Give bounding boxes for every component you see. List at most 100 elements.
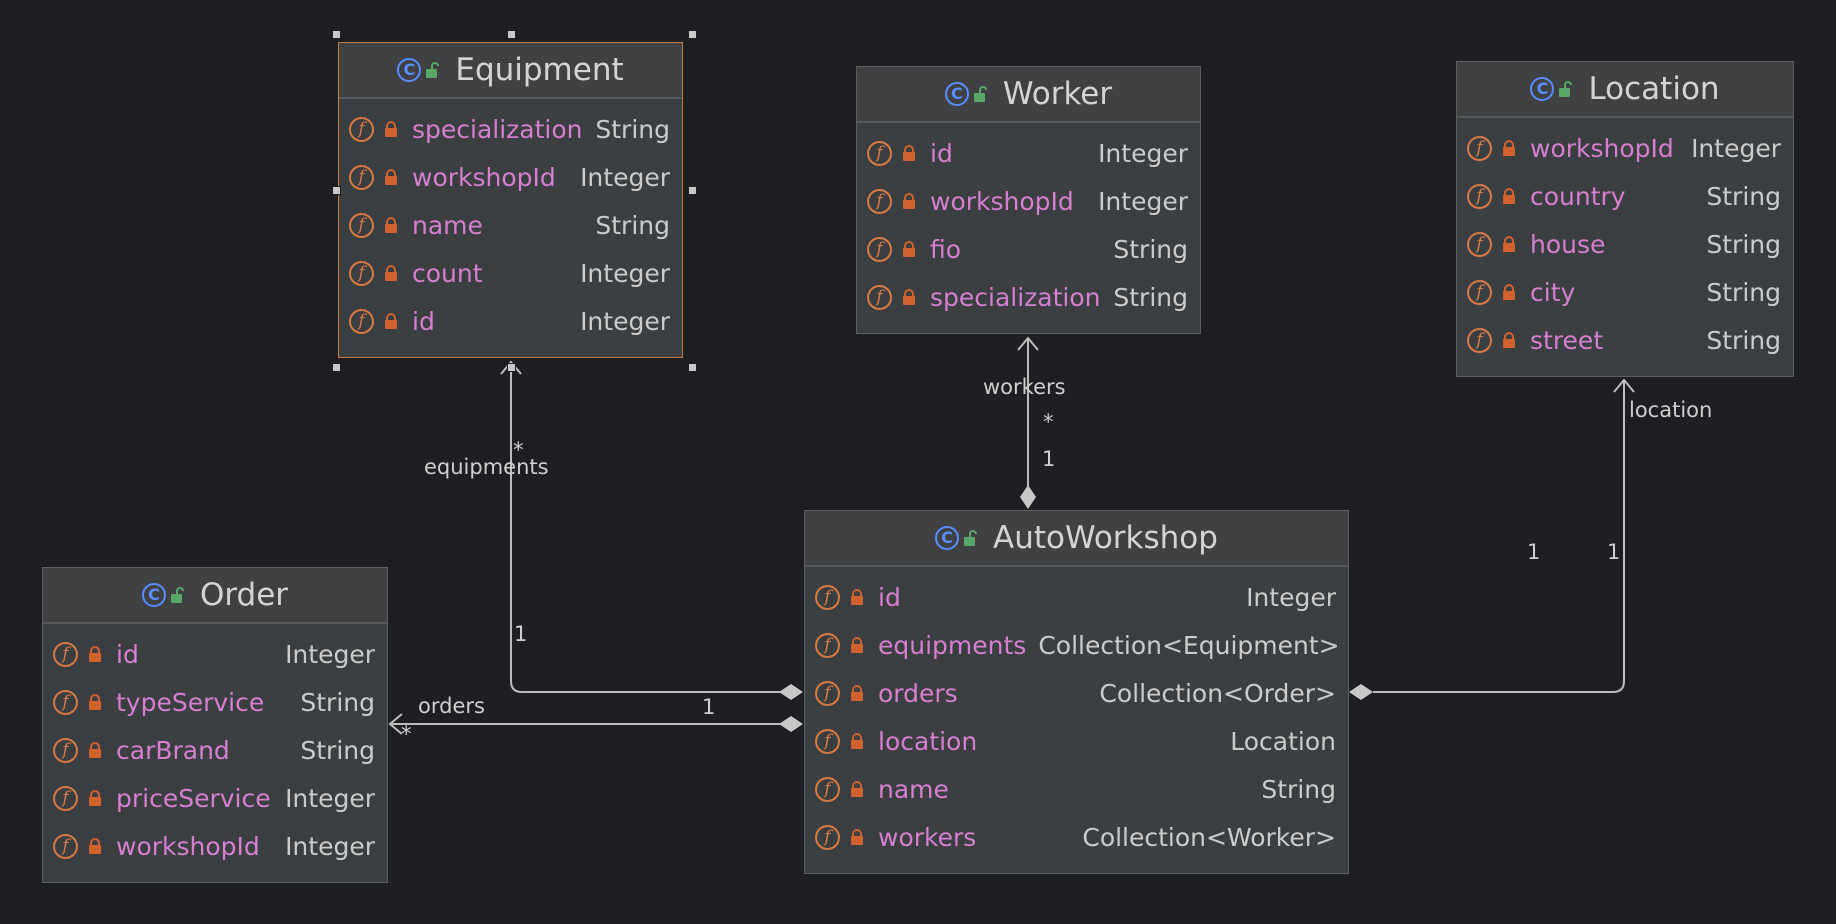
field-type: Collection<Equipment> — [1038, 630, 1340, 660]
private-lock-icon — [1502, 188, 1516, 204]
private-lock-icon — [850, 733, 864, 749]
private-lock-icon — [384, 265, 398, 281]
private-lock-icon — [88, 742, 102, 758]
field-name: workshopId — [412, 162, 556, 192]
resize-handle[interactable] — [506, 363, 516, 372]
label-equipments-mult-source: 1 — [514, 622, 528, 646]
label-workers-mult-target: * — [1043, 410, 1054, 434]
arrowhead-location[interactable] — [1613, 378, 1635, 393]
resize-handle[interactable] — [506, 30, 516, 39]
field-name: specialization — [930, 282, 1101, 312]
field-name: equipments — [878, 630, 1027, 660]
private-lock-icon — [1502, 236, 1516, 252]
field-type: String — [1706, 229, 1781, 259]
edge-equipments[interactable] — [510, 362, 780, 693]
public-lock-icon — [973, 86, 989, 102]
field-name: fio — [930, 234, 962, 264]
private-lock-icon — [902, 193, 916, 209]
public-lock-icon — [170, 587, 186, 603]
field-name: country — [1530, 181, 1626, 211]
private-lock-icon — [902, 289, 916, 305]
private-lock-icon — [850, 637, 864, 653]
resize-handle[interactable] — [332, 30, 341, 39]
resize-handle[interactable] — [688, 363, 697, 372]
field-type: String — [1113, 234, 1188, 264]
private-lock-icon — [88, 694, 102, 710]
class-c-icon: C — [944, 82, 969, 106]
resize-handle[interactable] — [688, 30, 697, 39]
field-name: workshopId — [930, 186, 1074, 216]
field-f-icon: f — [867, 284, 892, 310]
field-row[interactable]: f specialization String — [857, 273, 1200, 321]
field-name: city — [1530, 277, 1576, 307]
field-f-icon: f — [1467, 183, 1492, 209]
private-lock-icon — [384, 313, 398, 329]
resize-handle[interactable] — [332, 363, 341, 372]
composition-diamond-location — [1349, 684, 1373, 700]
label-location-mult-source: 1 — [1527, 540, 1541, 564]
field-f-icon: f — [815, 584, 840, 610]
field-name: id — [412, 306, 435, 336]
arrowhead-workers[interactable] — [1017, 336, 1039, 351]
field-name: id — [930, 138, 953, 168]
field-type: Collection<Worker> — [1082, 822, 1336, 852]
resize-handle[interactable] — [332, 186, 341, 195]
field-name: workshopId — [1530, 133, 1674, 163]
field-f-icon: f — [1467, 135, 1492, 161]
field-name: specialization — [412, 114, 583, 144]
class-c-icon: C — [397, 58, 422, 82]
private-lock-icon — [850, 829, 864, 845]
private-lock-icon — [850, 781, 864, 797]
field-type: Collection<Order> — [1099, 678, 1336, 708]
resize-handle[interactable] — [688, 186, 697, 195]
field-type: String — [300, 687, 375, 717]
class-c-icon: C — [935, 526, 960, 550]
edge-location[interactable] — [1373, 380, 1625, 693]
private-lock-icon — [88, 838, 102, 854]
field-type: String — [1113, 282, 1188, 312]
label-equipments-mult-target: * — [513, 438, 524, 462]
private-lock-icon — [1502, 140, 1516, 156]
field-type: Integer — [1246, 582, 1336, 612]
public-lock-icon — [425, 62, 441, 78]
public-lock-icon — [1558, 81, 1574, 97]
